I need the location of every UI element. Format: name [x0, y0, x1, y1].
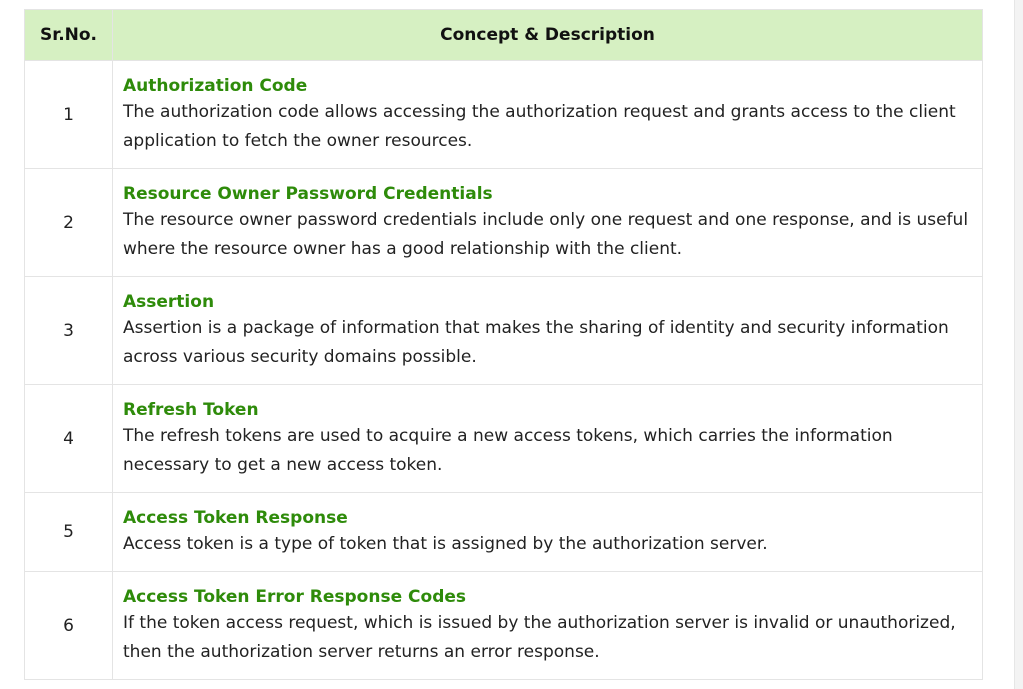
table-row: 3 Assertion Assertion is a package of in…	[24, 276, 983, 385]
concepts-table: Sr.No. Concept & Description 1 Authoriza…	[24, 9, 983, 680]
row-description-cell: Access Token Response Access token is a …	[112, 492, 983, 572]
concept-title: Resource Owner Password Credentials	[123, 184, 493, 204]
concept-title: Access Token Error Response Codes	[123, 587, 467, 607]
concept-text: The resource owner password credentials …	[123, 210, 969, 259]
table-row: 6 Access Token Error Response Codes If t…	[24, 571, 983, 680]
concept-title: Authorization Code	[123, 76, 308, 96]
concept-text: The refresh tokens are used to acquire a…	[123, 426, 893, 475]
concept-title: Assertion	[123, 292, 215, 312]
concept-text: Access token is a type of token that is …	[123, 534, 768, 554]
concepts-table-container: Sr.No. Concept & Description 1 Authoriza…	[24, 9, 983, 680]
table-row: 5 Access Token Response Access token is …	[24, 492, 983, 572]
header-concept-description: Concept & Description	[112, 9, 983, 61]
row-description-cell: Authorization Code The authorization cod…	[112, 60, 983, 169]
concept-title: Access Token Response	[123, 508, 348, 528]
concept-title: Refresh Token	[123, 400, 259, 420]
row-number: 5	[24, 492, 113, 572]
row-number: 4	[24, 384, 113, 493]
header-sr-no: Sr.No.	[24, 9, 113, 61]
concept-text: Assertion is a package of information th…	[123, 318, 949, 367]
table-header-row: Sr.No. Concept & Description	[24, 9, 983, 61]
page-scrollbar-track[interactable]	[1014, 0, 1023, 689]
row-number: 6	[24, 571, 113, 680]
row-number: 1	[24, 60, 113, 169]
row-number: 2	[24, 168, 113, 277]
row-description-cell: Resource Owner Password Credentials The …	[112, 168, 983, 277]
concept-text: If the token access request, which is is…	[123, 613, 956, 662]
row-number: 3	[24, 276, 113, 385]
row-description-cell: Assertion Assertion is a package of info…	[112, 276, 983, 385]
table-row: 4 Refresh Token The refresh tokens are u…	[24, 384, 983, 493]
row-description-cell: Access Token Error Response Codes If the…	[112, 571, 983, 680]
concept-text: The authorization code allows accessing …	[123, 102, 956, 151]
row-description-cell: Refresh Token The refresh tokens are use…	[112, 384, 983, 493]
table-row: 1 Authorization Code The authorization c…	[24, 60, 983, 169]
table-row: 2 Resource Owner Password Credentials Th…	[24, 168, 983, 277]
